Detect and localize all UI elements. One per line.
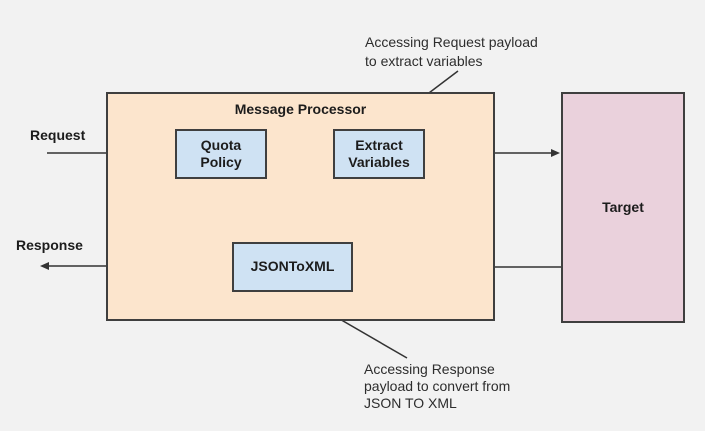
jsontoxml-node: JSONToXML	[232, 242, 353, 292]
quota-policy-label: Quota Policy	[200, 136, 242, 171]
message-processor-title: Message Processor	[234, 101, 367, 117]
jsontoxml-label: JSONToXML	[250, 258, 335, 275]
target-label: Target	[602, 198, 644, 215]
extract-variables-node: Extract Variables	[333, 129, 425, 179]
quota-policy-node: Quota Policy	[175, 129, 267, 179]
target-node: Target	[561, 92, 685, 323]
request-payload-annotation: Accessing Request payload to extract var…	[365, 34, 538, 69]
response-label: Response	[16, 237, 83, 253]
response-payload-annotation: Accessing Response payload to convert fr…	[364, 361, 511, 411]
extract-variables-label: Extract Variables	[348, 136, 410, 171]
request-label: Request	[30, 127, 86, 143]
